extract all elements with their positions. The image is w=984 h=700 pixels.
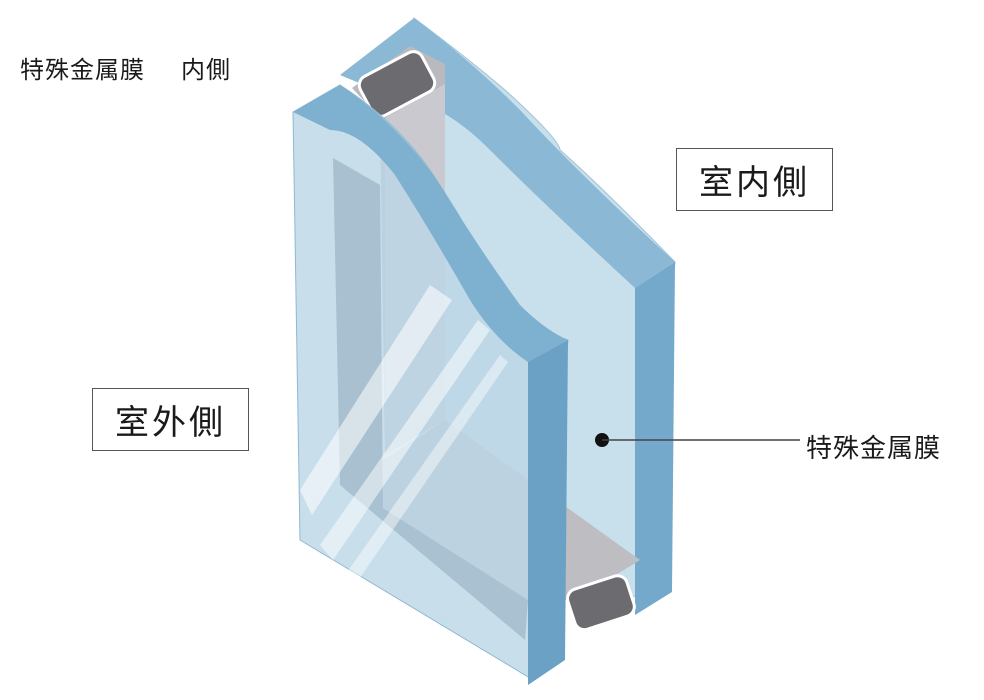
film-inner-text-a: 特殊金属膜 (20, 56, 145, 84)
reflection-streak-2 (320, 320, 490, 560)
film-inner-text-b: 内側 (181, 56, 231, 84)
reflection-streak-1 (300, 285, 452, 515)
outdoor-pane-edge (528, 340, 568, 685)
indoor-pane-edge (635, 262, 675, 615)
bottom-desiccant (566, 574, 636, 632)
top-desiccant (357, 50, 437, 118)
film-inner-caption: 特殊金属膜 内側 (20, 50, 231, 85)
indoor-side-label: 室内側 (676, 148, 833, 211)
film-label: 特殊金属膜 (806, 434, 942, 464)
outdoor-pane-top (293, 85, 568, 362)
reflection-streak-3 (345, 355, 508, 585)
outdoor-side-label: 室外側 (92, 388, 249, 451)
